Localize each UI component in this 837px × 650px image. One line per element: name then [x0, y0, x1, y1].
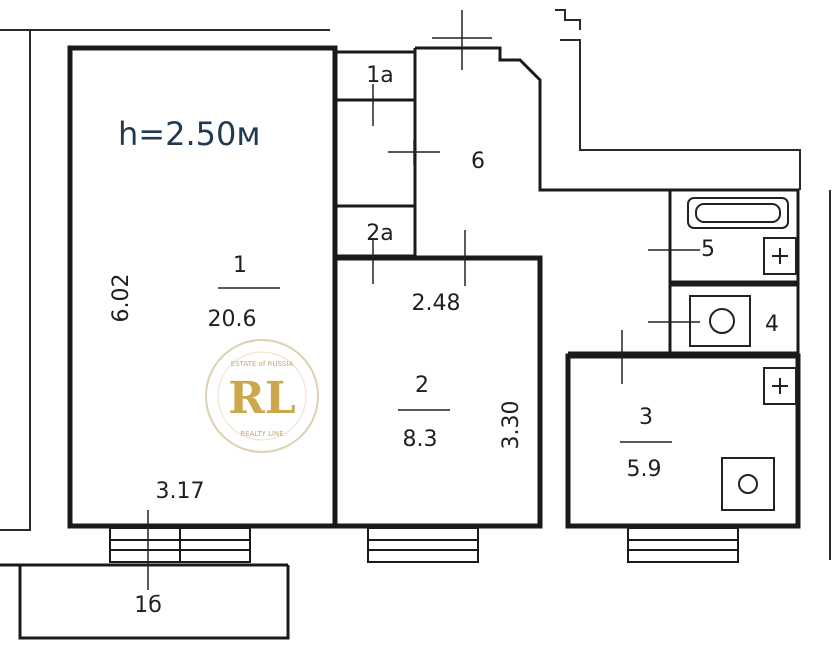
fixtures	[687, 197, 797, 511]
windows	[109, 527, 739, 563]
outlet-icon	[763, 237, 797, 275]
room-1b-number: 1б	[134, 593, 162, 618]
room-2a-number: 2а	[366, 221, 393, 246]
room-1-area: 20.6	[208, 307, 257, 332]
outlet-icon-kitchen	[763, 367, 797, 405]
dimension-room2-height: 3.30	[499, 401, 524, 450]
room-6-number: 6	[471, 149, 485, 174]
watermark-ring-bottom: REALTY LINE	[240, 430, 283, 438]
dimension-room2-width: 2.48	[412, 291, 461, 316]
watermark-ring-top: ESTATE of RUSSIA	[231, 360, 294, 368]
room-4-number: 4	[765, 312, 779, 337]
room-1-number: 1	[233, 253, 247, 278]
watermark: RL ESTATE of RUSSIA REALTY LINE	[205, 339, 319, 453]
balcony	[0, 563, 290, 640]
room-3-number: 3	[639, 405, 653, 430]
window-room1	[109, 527, 251, 563]
inner-walls	[333, 46, 800, 355]
window-room2	[367, 527, 479, 563]
watermark-monogram: RL	[228, 373, 296, 424]
dimension-room1-width: 3.17	[156, 479, 205, 504]
room-3-area: 5.9	[627, 457, 662, 482]
room-1a-number: 1а	[366, 63, 393, 88]
bathtub-icon	[687, 197, 789, 229]
window-room3	[627, 527, 739, 563]
dimension-room1-height: 6.02	[109, 274, 134, 323]
room-2-area: 8.3	[403, 427, 438, 452]
toilet-icon	[689, 295, 751, 347]
room-5-number: 5	[701, 237, 715, 262]
ceiling-height-label: h=2.50м	[118, 115, 260, 153]
stove-icon	[721, 457, 775, 511]
room-2-number: 2	[415, 373, 429, 398]
leader-lines	[147, 10, 700, 590]
walls	[67, 45, 801, 529]
exterior-walls	[0, 9, 831, 560]
